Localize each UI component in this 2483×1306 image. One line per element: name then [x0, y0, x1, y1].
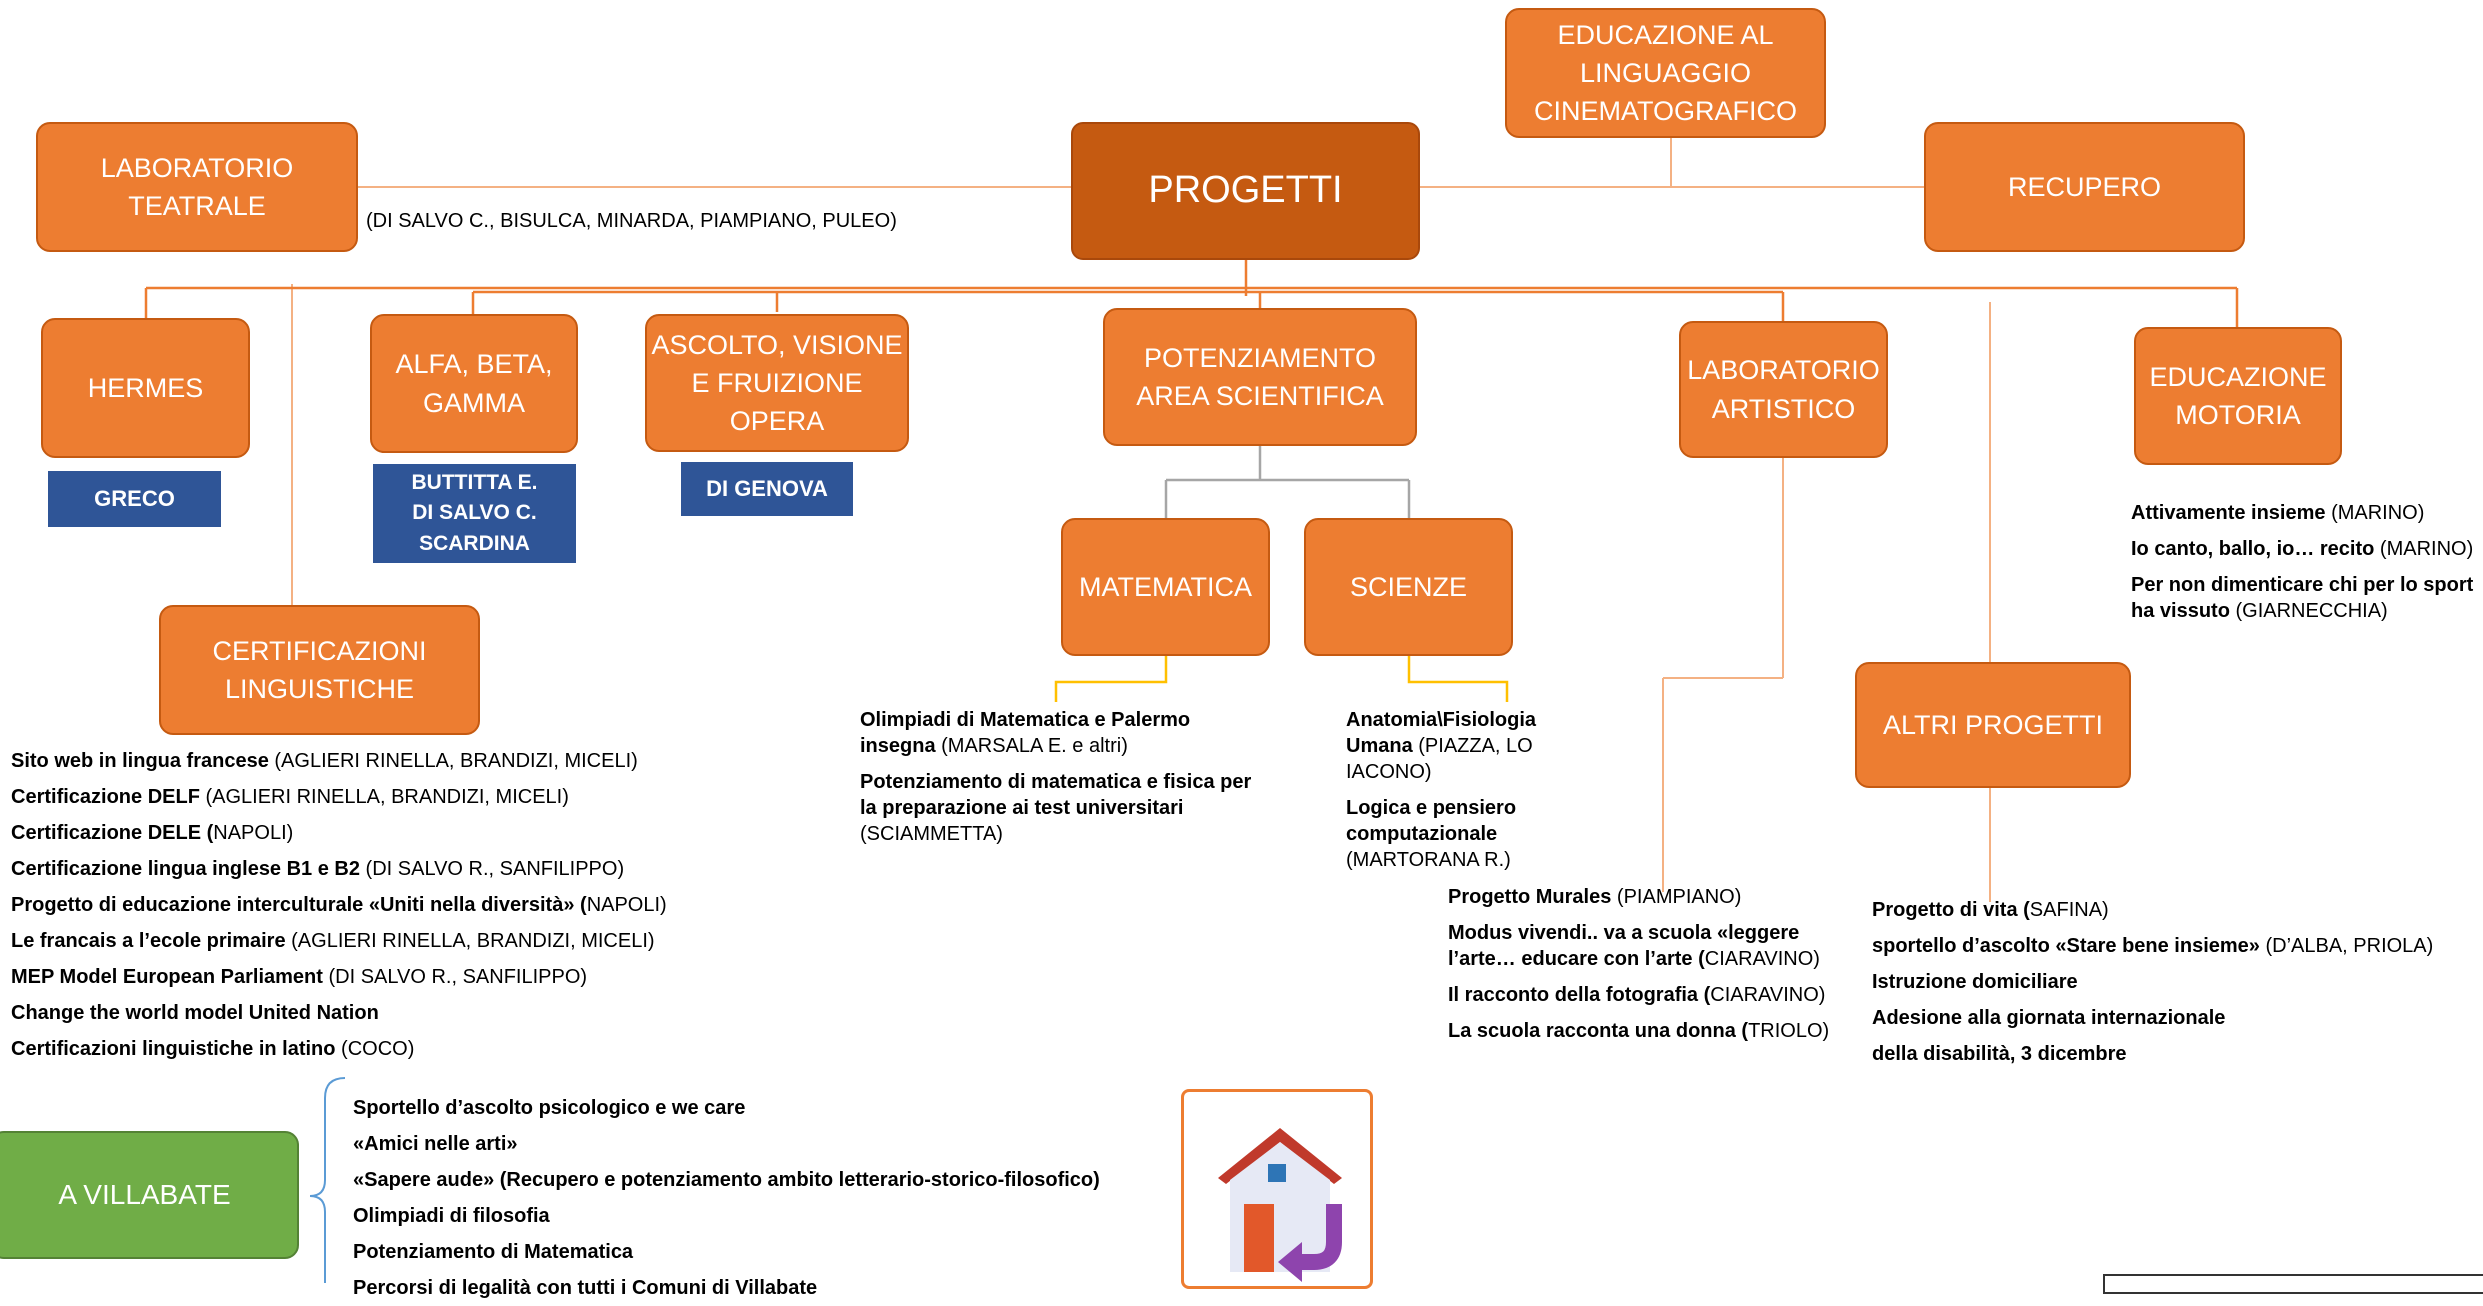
villabate-project-list: Sportello d’ascolto psicologico e we car…: [353, 1090, 1100, 1306]
motoria-project-list: Attivamente insieme (MARINO) Io canto, b…: [2131, 500, 2481, 634]
certificazioni-linguistiche-box[interactable]: CERTIFICAZIONI LINGUISTICHE: [159, 605, 480, 735]
list-item: Anatomia\Fisiologia Umana (PIAZZA, LO IA…: [1346, 709, 1537, 783]
list-item: La scuola racconta una donna (TRIOLO): [1448, 1020, 1830, 1042]
altri-progetti-box[interactable]: ALTRI PROGETTI: [1855, 662, 2131, 788]
list-item: della disabilità, 3 dicembre: [1872, 1043, 2127, 1065]
educazione-cinematografico-box[interactable]: EDUCAZIONE AL LINGUAGGIO CINEMATOGRAFICO: [1505, 8, 1826, 138]
list-item: «Sapere aude» (Recupero e potenziamento …: [353, 1169, 1100, 1191]
list-item: Progetto di vita (SAFINA): [1872, 899, 2109, 921]
matematica-project-list: Olimpiadi di Matematica e Palermo insegn…: [860, 707, 1260, 857]
laboratorio-teatrale-box[interactable]: LABORATORIO TEATRALE: [36, 122, 358, 252]
di-genova-teacher-tag: DI GENOVA: [681, 462, 853, 516]
list-item: sportello d’ascolto «Stare bene insieme»…: [1872, 935, 2434, 957]
home-icon-graphic: [1218, 1128, 1342, 1282]
list-item: Change the world model United Nation: [11, 1002, 379, 1024]
list-item: Adesione alla giornata internazionale: [1872, 1007, 2226, 1029]
list-item: Modus vivendi.. va a scuola «leggere l’a…: [1448, 922, 1820, 970]
bottom-right-frame: [2103, 1274, 2483, 1294]
alfa-beta-gamma-box[interactable]: ALFA, BETA, GAMMA: [370, 314, 578, 453]
alfa-teachers-tag: BUTTITTA E. DI SALVO C. SCARDINA: [373, 464, 576, 563]
list-item: Potenziamento di matematica e fisica per…: [860, 771, 1252, 845]
altri-project-list: Progetto di vita (SAFINA) sportello d’as…: [1872, 892, 2433, 1072]
progetti-center-box[interactable]: PROGETTI: [1071, 122, 1420, 260]
list-item: Certificazioni linguistiche in latino (C…: [11, 1038, 415, 1060]
list-item: Olimpiadi di Matematica e Palermo insegn…: [860, 709, 1191, 757]
scienze-box[interactable]: SCIENZE: [1304, 518, 1513, 656]
recupero-box[interactable]: RECUPERO: [1924, 122, 2245, 252]
certificazioni-project-list: Sito web in lingua francese (AGLIERI RIN…: [11, 743, 667, 1067]
list-item: Potenziamento di Matematica: [353, 1241, 634, 1263]
list-item: Il racconto della fotografia (CIARAVINO): [1448, 984, 1826, 1006]
educazione-motoria-box[interactable]: EDUCAZIONE MOTORIA: [2134, 327, 2342, 465]
list-item: Olimpiadi di filosofia: [353, 1205, 550, 1227]
list-item: Sito web in lingua francese (AGLIERI RIN…: [11, 750, 638, 772]
ascolto-visione-box[interactable]: ASCOLTO, VISIONE E FRUIZIONE OPERA: [645, 314, 909, 452]
laboratorio-artistico-box[interactable]: LABORATORIO ARTISTICO: [1679, 321, 1888, 458]
list-item: Certificazione lingua inglese B1 e B2 (D…: [11, 858, 625, 880]
hermes-box[interactable]: HERMES: [41, 318, 250, 458]
list-item: Logica e pensiero computazionale (MARTOR…: [1346, 797, 1517, 871]
list-item: Attivamente insieme (MARINO): [2131, 502, 2425, 524]
list-item: Certificazione DELF (AGLIERI RINELLA, BR…: [11, 786, 569, 808]
home-return-icon[interactable]: [1181, 1089, 1373, 1289]
list-item: Progetto Murales (PIAMPIANO): [1448, 886, 1742, 908]
a-villabate-box[interactable]: A VILLABATE: [0, 1131, 299, 1259]
potenziamento-scientifica-box[interactable]: POTENZIAMENTO AREA SCIENTIFICA: [1103, 308, 1417, 446]
list-item: Istruzione domiciliare: [1872, 971, 2078, 993]
list-item: Le francais a l’ecole primaire (AGLIERI …: [11, 930, 655, 952]
list-item: MEP Model European Parliament (DI SALVO …: [11, 966, 588, 988]
list-item: Sportello d’ascolto psicologico e we car…: [353, 1097, 746, 1119]
teatrale-teachers-label: (DI SALVO C., BISULCA, MINARDA, PIAMPIAN…: [366, 210, 897, 232]
scienze-project-list: Anatomia\Fisiologia Umana (PIAZZA, LO IA…: [1346, 707, 1596, 883]
list-item: Per non dimenticare chi per lo sport ha …: [2131, 574, 2474, 622]
artistico-project-list: Progetto Murales (PIAMPIANO) Modus viven…: [1448, 884, 1848, 1054]
matematica-box[interactable]: MATEMATICA: [1061, 518, 1270, 656]
list-item: Progetto di educazione interculturale «U…: [11, 894, 667, 916]
list-item: Io canto, ballo, io… recito (MARINO): [2131, 538, 2474, 560]
greco-teacher-tag: GRECO: [48, 471, 221, 527]
list-item: Percorsi di legalità con tutti i Comuni …: [353, 1277, 818, 1299]
list-item: Certificazione DELE (NAPOLI): [11, 822, 294, 844]
list-item: «Amici nelle arti»: [353, 1133, 518, 1155]
